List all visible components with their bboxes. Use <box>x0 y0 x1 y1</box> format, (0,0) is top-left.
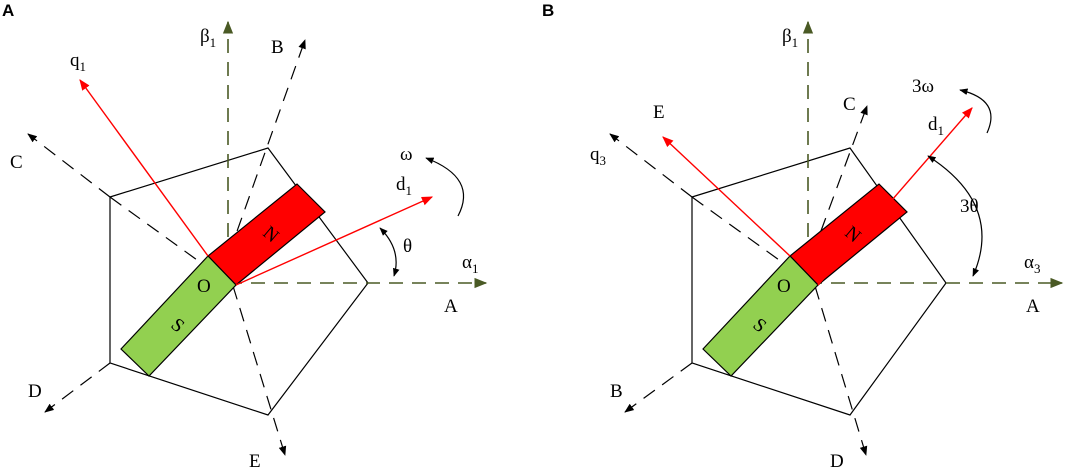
panel-letter-a: A <box>2 1 14 20</box>
panel-letter-b: B <box>542 1 554 20</box>
theta-arc <box>927 155 983 277</box>
phase-b-label: B <box>610 381 623 402</box>
phase-c-label: C <box>843 94 856 115</box>
alpha-label: α1 <box>462 252 478 276</box>
phase-e-axis <box>232 285 287 456</box>
q-axis <box>79 79 209 257</box>
phase-c-label: C <box>10 152 23 173</box>
d-label: d1 <box>928 114 944 138</box>
beta-label: β1 <box>782 26 798 50</box>
theta-arc <box>379 227 400 277</box>
phase-d-axis <box>814 285 868 456</box>
q-label: q3 <box>590 144 606 168</box>
origin-label: O <box>197 276 211 297</box>
panel-b: B β1 α3 q3 d1 3ω 3θ O N S A C E <box>542 1 1064 470</box>
phase-a-label: A <box>444 296 458 317</box>
phase-a-label: A <box>1026 296 1040 317</box>
d-axis <box>235 196 434 286</box>
theta-label: θ <box>403 236 412 257</box>
omega-label: ω <box>400 144 413 165</box>
phase-e-label: E <box>653 102 665 123</box>
theta-label: 3θ <box>960 196 979 217</box>
phase-d-axis <box>44 362 111 413</box>
omega-rotation-arrow <box>959 88 992 134</box>
phase-e-label: E <box>249 451 261 470</box>
d-label: d1 <box>396 174 412 198</box>
phase-c-axis <box>27 133 111 198</box>
phase-d-label: D <box>830 451 844 470</box>
q-label: q1 <box>70 50 86 74</box>
beta-label: β1 <box>200 26 216 50</box>
omega-label: 3ω <box>912 76 934 97</box>
phase-e-axis <box>609 133 693 198</box>
phase-b-label: B <box>271 37 284 58</box>
phase-b-axis <box>624 362 693 413</box>
omega-rotation-arrow <box>425 157 465 217</box>
stator-pentagon <box>109 147 369 416</box>
origin-label: O <box>777 276 791 297</box>
phase-d-label: D <box>28 381 42 402</box>
d-axis <box>817 107 973 286</box>
panel-a: A β1 α1 q1 d1 ω θ O N S A B C D <box>2 1 488 470</box>
q-axis <box>662 136 791 257</box>
alpha-label: α3 <box>1024 252 1040 276</box>
